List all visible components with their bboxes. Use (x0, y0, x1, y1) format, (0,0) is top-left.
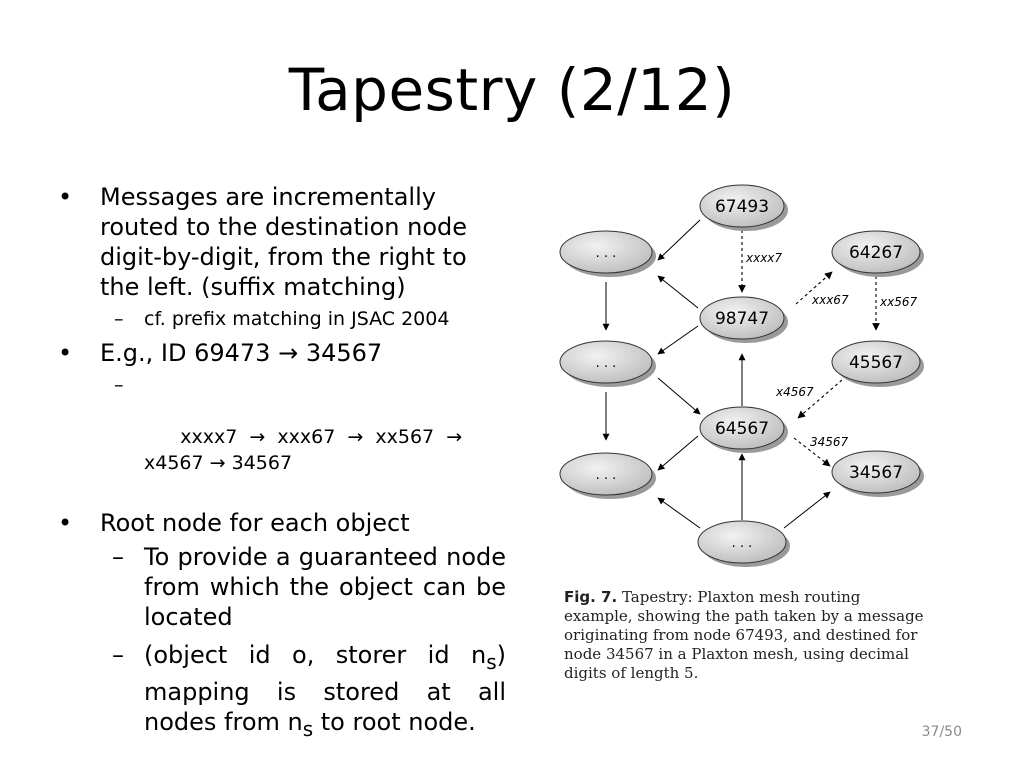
sub-bullet-dash: – (112, 543, 124, 571)
caption-text: Tapestry: Plaxton mesh routing example, … (564, 588, 924, 682)
bullet-2-text: E.g., ID 69473 → 34567 (100, 339, 383, 367)
text-part: (object id o, storer id n (144, 641, 487, 669)
bullet-1-text: Messages are incrementally routed to the… (100, 183, 468, 301)
bullet-dot: • (58, 509, 73, 537)
bullet-3-sub-1: – To provide a guaranteed node from whic… (58, 542, 506, 632)
node-dots-bottom: . . . (697, 520, 790, 567)
node-dots-left-1: . . . (559, 230, 656, 277)
node-64267: 64267 (831, 230, 924, 277)
edge-label-xxx67: xxx67 (811, 293, 849, 307)
bullet-list: • Messages are incrementally routed to t… (58, 182, 506, 752)
sub-bullet-dash: – (112, 641, 124, 669)
edge (657, 325, 699, 355)
node-label: . . . (596, 356, 617, 371)
node-label: 64567 (715, 419, 769, 439)
bullet-3-sub-2: – (object id o, storer id ns) mapping is… (58, 640, 506, 744)
page-number: 37/50 (921, 724, 962, 740)
edge (657, 497, 701, 529)
node-label: . . . (596, 246, 617, 261)
bullet-2-sub-1: – xxxx7 → xxx67 → xx567 → x4567 → 34567 (58, 372, 506, 502)
subscript: s (486, 649, 497, 674)
node-45567: 45567 (831, 340, 924, 387)
bullet-2-sub-1-text: xxxx7 → xxx67 → xx567 → x4567 → 34567 (144, 426, 475, 474)
sub-bullet-dash: – (114, 374, 124, 396)
node-34567: 34567 (831, 450, 924, 497)
bullet-2: • E.g., ID 69473 → 34567 (58, 338, 506, 368)
bullet-3: • Root node for each object (58, 508, 506, 538)
bullet-3-text: Root node for each object (100, 509, 410, 537)
edge-label-34567: 34567 (810, 435, 849, 449)
bullet-dot: • (58, 183, 73, 211)
node-label: . . . (732, 536, 753, 551)
node-dots-left-3: . . . (559, 452, 656, 499)
edge (657, 377, 701, 415)
bullet-1-sub-1: – cf. prefix matching in JSAC 2004 (58, 306, 506, 332)
route-edge (793, 437, 831, 467)
subscript: s (302, 716, 314, 741)
edge (783, 491, 831, 529)
figure-caption: Fig. 7. Tapestry: Plaxton mesh routing e… (564, 588, 928, 683)
slide-title: Tapestry (2/12) (288, 56, 736, 124)
dashed-edges (738, 230, 880, 467)
bullet-3-sub-1-text: To provide a guaranteed node from which … (144, 543, 506, 631)
edge-label-x4567: x4567 (775, 385, 814, 399)
bullet-3-sub-2-text: (object id o, storer id ns) mapping is s… (144, 641, 506, 741)
sub-bullet-dash: – (114, 308, 124, 330)
node-label: 98747 (715, 309, 769, 329)
node-label: 67493 (715, 197, 769, 217)
bullet-dot: • (58, 339, 73, 367)
edge (657, 275, 699, 309)
node-label: 64267 (849, 243, 903, 263)
node-label: 45567 (849, 353, 903, 373)
node-98747: 98747 (699, 296, 788, 343)
route-edge (797, 379, 843, 419)
edge-label-xxxx7: xxxx7 (745, 251, 782, 265)
node-67493: 67493 (699, 184, 788, 231)
text-part: ) mapping is stored at all nodes from n (144, 641, 506, 736)
node-label: 34567 (849, 463, 903, 483)
bullet-1-sub-1-text: cf. prefix matching in JSAC 2004 (144, 308, 450, 330)
solid-edges (602, 219, 831, 529)
text-part: to root node. (313, 707, 476, 736)
edge (657, 435, 699, 471)
node-dots-left-2: . . . (559, 340, 656, 387)
edge-label-xx567: xx567 (879, 295, 917, 309)
bullet-1: • Messages are incrementally routed to t… (58, 182, 506, 302)
route-edge (795, 271, 833, 305)
figure-label: Fig. 7. (564, 588, 618, 606)
node-label: . . . (596, 468, 617, 483)
node-64567: 64567 (699, 406, 788, 453)
plaxton-mesh-figure: xxxx7 xxx67 xx567 x4567 34567 67493 . . … (559, 184, 924, 567)
edge (657, 219, 701, 261)
